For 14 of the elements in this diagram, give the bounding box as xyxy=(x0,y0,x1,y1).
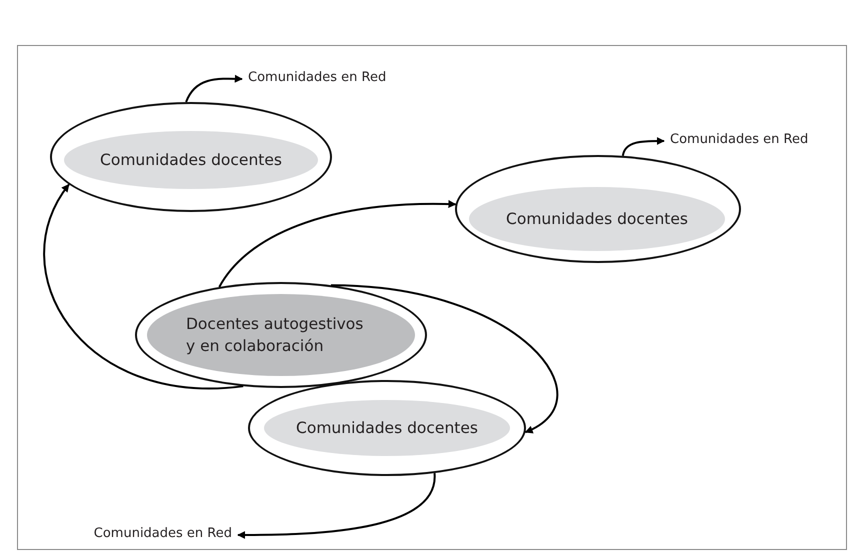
curved-arrow xyxy=(237,473,436,539)
curved-arrow xyxy=(622,136,665,156)
curved-arrow xyxy=(218,200,456,288)
caption-text: Comunidades en Red xyxy=(92,526,232,544)
ellipse-text: Docentes autogestivos y en colaboración xyxy=(186,314,364,357)
curved-arrow xyxy=(330,284,558,434)
ellipse-shape xyxy=(64,131,318,189)
ellipse-text: Comunidades docentes xyxy=(100,150,282,171)
ellipse-text: Comunidades docentes xyxy=(296,418,478,439)
caption-text: Comunidades en Red xyxy=(248,70,388,88)
curved-arrow xyxy=(43,184,244,390)
caption-text: Comunidades en Red xyxy=(670,132,850,150)
ellipse-text: Comunidades docentes xyxy=(506,208,688,230)
curved-arrow xyxy=(185,74,243,102)
